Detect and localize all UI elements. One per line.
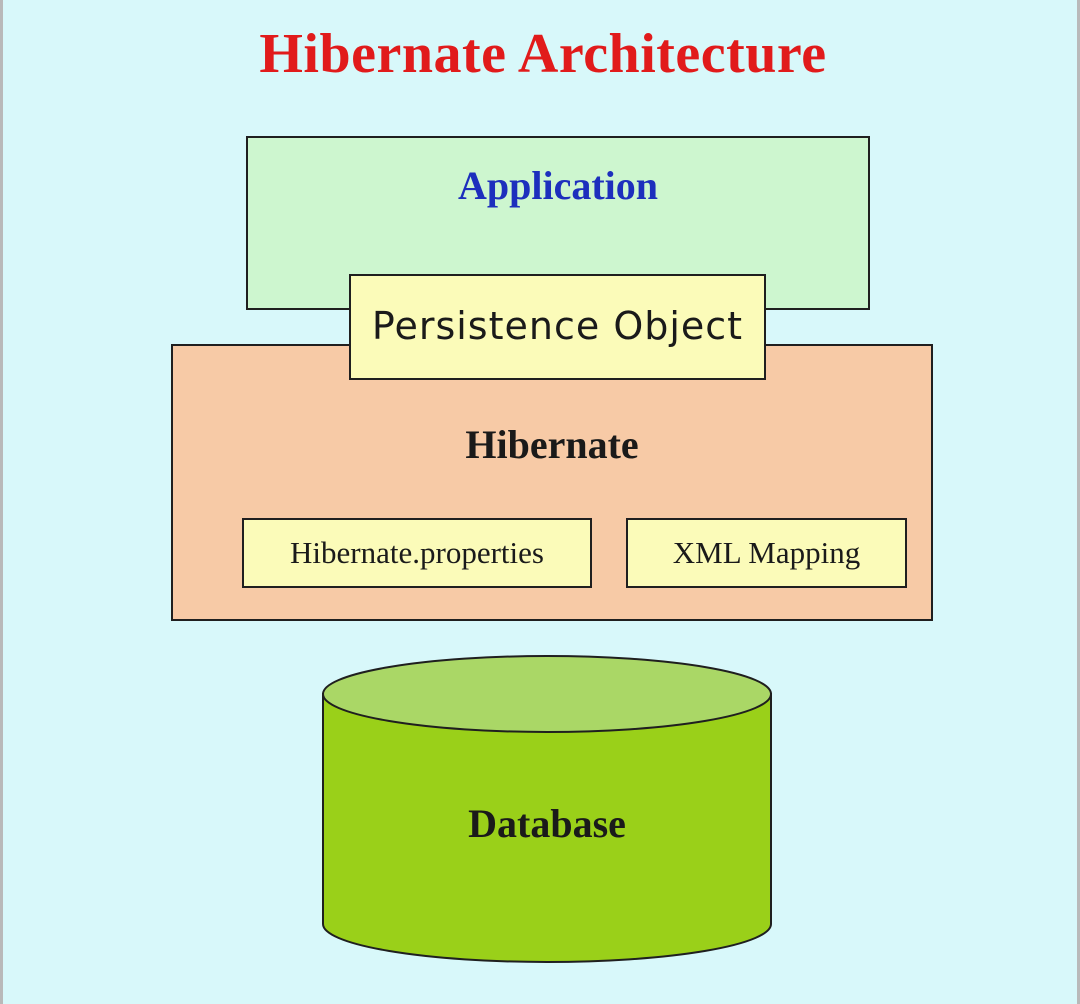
hibernate-properties-box: Hibernate.properties	[242, 518, 592, 588]
xml-mapping-box: XML Mapping	[626, 518, 907, 588]
hibernate-label: Hibernate	[465, 422, 639, 467]
diagram-title: Hibernate Architecture	[259, 23, 827, 85]
database-layer: Database	[321, 654, 773, 964]
application-label: Application	[457, 163, 659, 208]
hibernate-layer: Hibernate Hibernate.properties XML Mappi…	[171, 344, 933, 621]
database-label: Database	[468, 801, 626, 846]
persistence-object-layer: Persistence Object	[349, 274, 766, 380]
persistence-object-label: Persistence Object	[371, 304, 744, 348]
database-cylinder-icon	[322, 655, 772, 963]
